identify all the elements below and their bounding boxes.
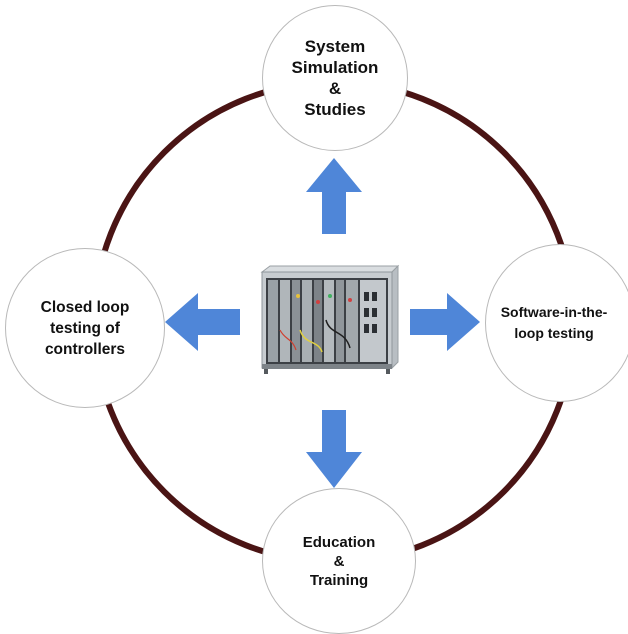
- node-closed-loop-testing: Closed loop testing of controllers: [5, 248, 165, 408]
- node-label-right: Software-in-the- loop testing: [500, 304, 608, 341]
- node-label-top: System Simulation & Studies: [291, 37, 379, 119]
- node-system-simulation-studies: System Simulation & Studies: [262, 5, 408, 151]
- node-label-left: Closed loop testing of controllers: [40, 298, 130, 358]
- node-education-training: Education & Training: [262, 488, 416, 634]
- arrow-right: [410, 293, 480, 351]
- arrow-left: [165, 293, 240, 351]
- node-label-bottom: Education & Training: [302, 533, 376, 589]
- arrow-down: [306, 410, 362, 488]
- arrow-up: [306, 158, 362, 234]
- simulator-rack-image: [260, 264, 400, 374]
- node-software-in-the-loop: Software-in-the- loop testing: [485, 244, 628, 402]
